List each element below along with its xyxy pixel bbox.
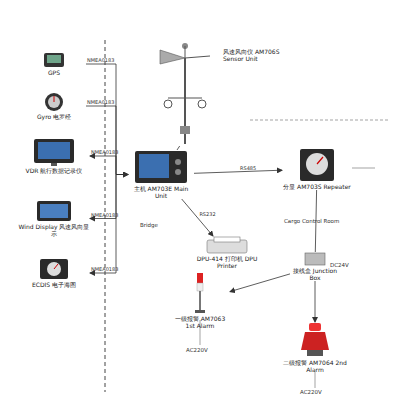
device-icon [194,272,206,314]
signal-cable [90,175,128,219]
device-label: ECDIS 电子海图 [32,281,76,288]
device-label: 接线盒 Junction Box [290,267,340,281]
power-wire [315,372,316,388]
device-label: DPU-414 打印机 DPU Printer [196,255,258,269]
device-icon [44,92,64,112]
signal-cable [90,156,128,175]
area-label: Cargo Control Room [284,218,339,225]
device-label: Gyro 电罗经 [37,113,71,120]
device-label: 一级报警 AM7063 1st Alarm [170,315,230,329]
device-icon [39,258,69,280]
cable-label: NMEA0183 [91,266,118,272]
device-label: 主机 AM703E Main Unit [128,185,194,199]
area-label: AC220V [300,389,322,396]
signal-cable [90,175,128,274]
device-label: GPS [48,69,60,76]
device-icon [36,200,72,222]
device-node: ECDIS 电子海图 [18,258,90,288]
cable-label: NMEA0183 [91,212,118,218]
device-node: 一级报警 AM7063 1st Alarm [170,272,230,329]
cable-label: RS485 [240,165,256,171]
device-icon [33,138,75,166]
device-label: 二级报警 AM7064 2nd Alarm [280,359,350,373]
leader-line [352,168,375,169]
device-node: 风速风向仪 AM706S Sensor Unit [150,38,280,146]
device-icon [150,38,220,146]
device-node: 主机 AM703E Main Unit [128,150,194,199]
leader-line [250,120,390,121]
device-icon [43,52,65,68]
device-icon [299,148,335,182]
cable-label: NMEA0183 [91,149,118,155]
signal-cable [194,170,282,173]
area-label: AC220V [186,347,208,354]
device-label: 风速风向仪 AM706S Sensor Unit [223,48,280,62]
signal-cable [177,146,180,150]
signal-cable [315,281,316,322]
device-node: GPS [22,52,86,76]
cable-label: NMEA0183 [87,99,114,105]
device-node: 分显 AM703S Repeater [282,148,352,190]
signal-cable [182,199,213,236]
device-icon [304,252,326,266]
device-label: 分显 AM703S Repeater [283,183,351,190]
device-icon [206,236,248,254]
signal-cable [230,274,290,292]
device-node: 二级报警 AM7064 2nd Alarm [280,322,350,373]
device-node: DPU-414 打印机 DPU Printer [196,236,258,269]
device-node: Wind Display 风速风向显示 [18,200,90,237]
device-node: VDR 航行数据记录仪 [18,138,90,174]
cable-label: NMEA0183 [87,57,114,63]
cable-label: RS232 [199,211,215,217]
device-icon [299,322,331,358]
signal-cable [86,106,128,175]
device-label: Wind Display 风速风向显示 [18,223,90,237]
area-label: Bridge [140,222,158,229]
signal-cable [86,64,128,175]
area-label: DC24V [330,262,349,269]
device-label: VDR 航行数据记录仪 [26,167,83,174]
device-icon [134,150,188,184]
device-node: Gyro 电罗经 [22,92,86,120]
